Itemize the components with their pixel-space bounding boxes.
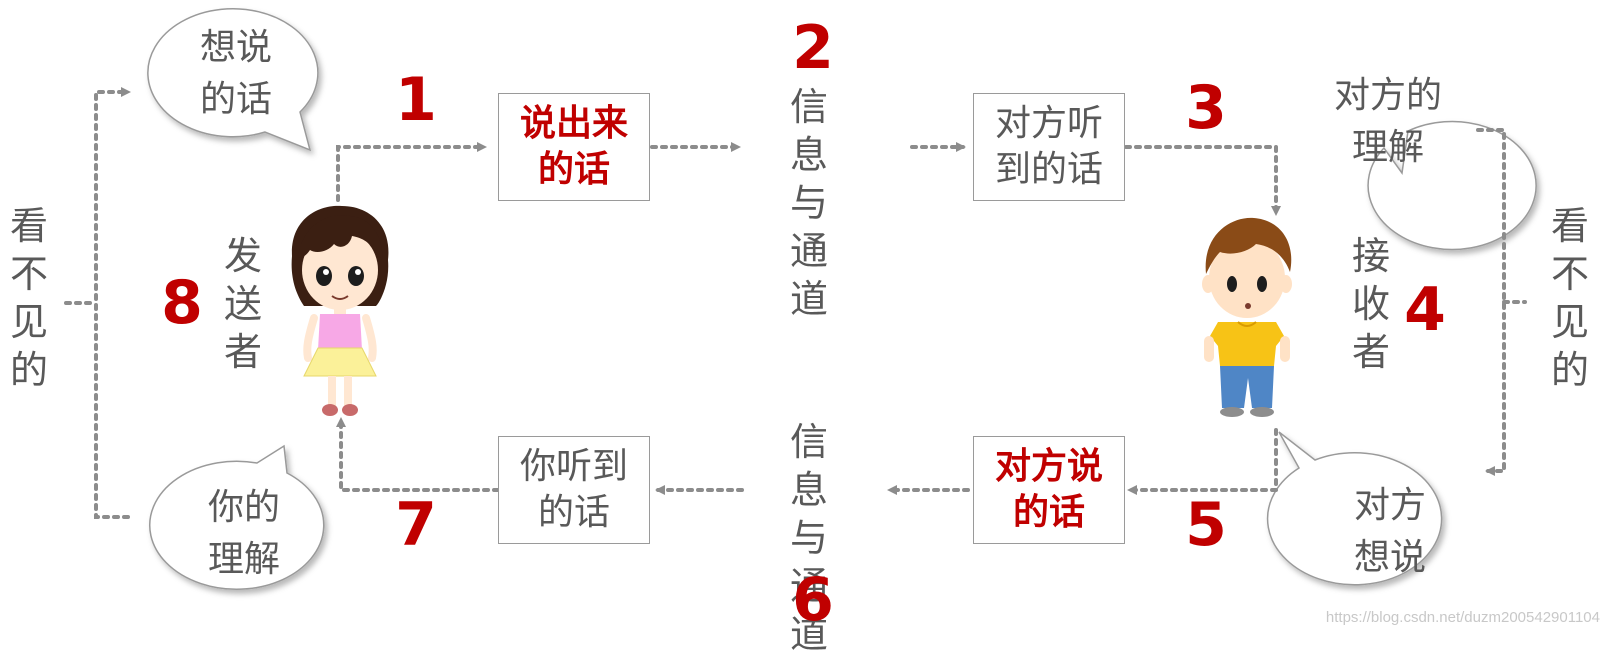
arrow-sender-to-spoken xyxy=(336,142,487,202)
spoken-text: 说出来的话 xyxy=(519,103,628,190)
spoken-box: 说出来的话 xyxy=(498,93,650,201)
receiver-understanding-text: 对方的理解 xyxy=(1333,75,1442,168)
left-invisible-label: 看不见的 xyxy=(9,204,48,392)
watermark: https://blog.csdn.net/duzm200542901104 xyxy=(1325,609,1600,626)
receiver-spoken-text: 对方说的话 xyxy=(994,446,1103,533)
right-invisible-label: 看不见的 xyxy=(1550,204,1589,392)
connector-layer xyxy=(64,8,1537,590)
arrow-you-heard-to-sender xyxy=(336,417,500,492)
arrow-heard-to-receiver xyxy=(1124,145,1281,216)
communication-diagram: 想说的话 你的理解 对方的理解 对方想说 看不见的 看不见的 发送者 接收者 信… xyxy=(9,8,1600,656)
you-heard-box: 你听到的话 xyxy=(498,436,650,544)
sender-girl-icon xyxy=(291,205,389,416)
bracket-right xyxy=(1476,128,1506,476)
step-5: 5 xyxy=(1185,490,1227,560)
channel-top-label: 信息与通道 xyxy=(789,85,828,321)
step-6: 6 xyxy=(792,565,834,635)
bubble-your-understanding xyxy=(149,444,325,590)
arrow-receiver-to-spoken xyxy=(1127,428,1278,495)
bracket-left xyxy=(94,87,131,519)
step-3: 3 xyxy=(1185,73,1227,143)
receiver-boy-icon xyxy=(1202,217,1292,417)
step-1: 1 xyxy=(395,65,437,135)
heard-box: 对方听到的话 xyxy=(973,93,1125,201)
receiver-intent-text: 对方想说 xyxy=(1353,485,1426,578)
your-understanding-text: 你的理解 xyxy=(207,487,280,580)
sender-thought-text: 想说的话 xyxy=(199,27,272,120)
you-heard-text: 你听到的话 xyxy=(519,446,628,533)
heard-text: 对方听到的话 xyxy=(994,103,1103,190)
receiver-spoken-box: 对方说的话 xyxy=(973,436,1125,544)
step-8: 8 xyxy=(161,268,203,338)
step-2: 2 xyxy=(792,13,834,83)
step-4: 4 xyxy=(1404,275,1446,345)
bubble-receiver-intent xyxy=(1266,431,1443,586)
bubble-sender-thought xyxy=(147,8,319,152)
sender-label: 发送者 xyxy=(223,234,262,374)
step-7: 7 xyxy=(395,490,437,560)
receiver-label: 接收者 xyxy=(1351,234,1390,374)
